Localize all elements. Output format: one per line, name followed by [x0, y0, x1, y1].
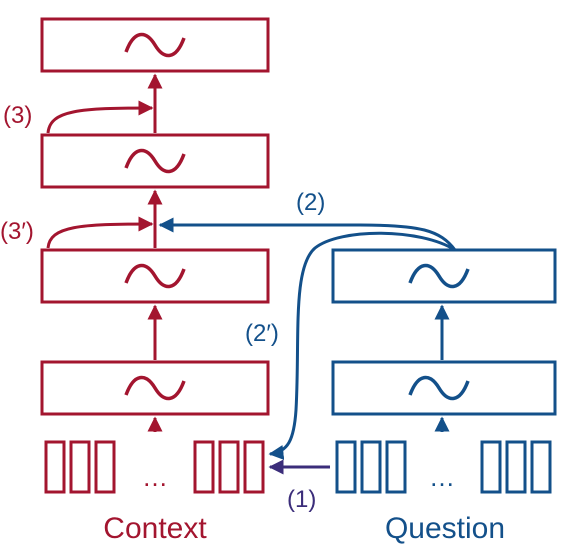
context-layer-1 [40, 360, 270, 416]
token-cell [335, 440, 357, 494]
context-label: Context [103, 512, 207, 545]
label-step-1: (1) [287, 486, 316, 513]
skip-arrow-3 [46, 100, 154, 134]
token-cell [385, 440, 407, 494]
tilde-wave-icon [124, 32, 186, 58]
tilde-wave-icon [408, 263, 470, 289]
question-label: Question [385, 512, 505, 545]
question-ellipsis: … [429, 462, 455, 492]
context-layer-4 [40, 17, 270, 73]
token-cell [480, 440, 502, 494]
label-step-2-prime: (2′) [245, 320, 279, 347]
tilde-wave-icon [124, 148, 186, 174]
cross-arrow-2-prime [268, 231, 456, 460]
tilde-wave-icon [124, 263, 186, 289]
token-cell [193, 440, 215, 494]
context-tokens [44, 440, 265, 494]
question-tokens [335, 440, 552, 494]
context-layer-2 [40, 248, 270, 304]
token-cell [243, 440, 265, 494]
skip-arrow-3-prime [46, 216, 154, 249]
context-layer-3 [40, 133, 270, 189]
token-cell [69, 440, 91, 494]
question-layer-1 [331, 360, 557, 416]
cross-arrow-2 [158, 217, 457, 251]
token-cell [530, 440, 552, 494]
label-step-3-prime: (3′) [0, 218, 34, 245]
context-ellipsis: … [142, 462, 168, 492]
token-cell [44, 440, 66, 494]
question-layer-2 [331, 248, 557, 304]
token-cell [94, 440, 116, 494]
tilde-wave-icon [124, 375, 186, 401]
token-cell [505, 440, 527, 494]
token-cell [218, 440, 240, 494]
tilde-wave-icon [408, 375, 470, 401]
label-step-2: (2) [296, 189, 325, 216]
token-cell [360, 440, 382, 494]
label-step-3: (3) [3, 102, 32, 129]
